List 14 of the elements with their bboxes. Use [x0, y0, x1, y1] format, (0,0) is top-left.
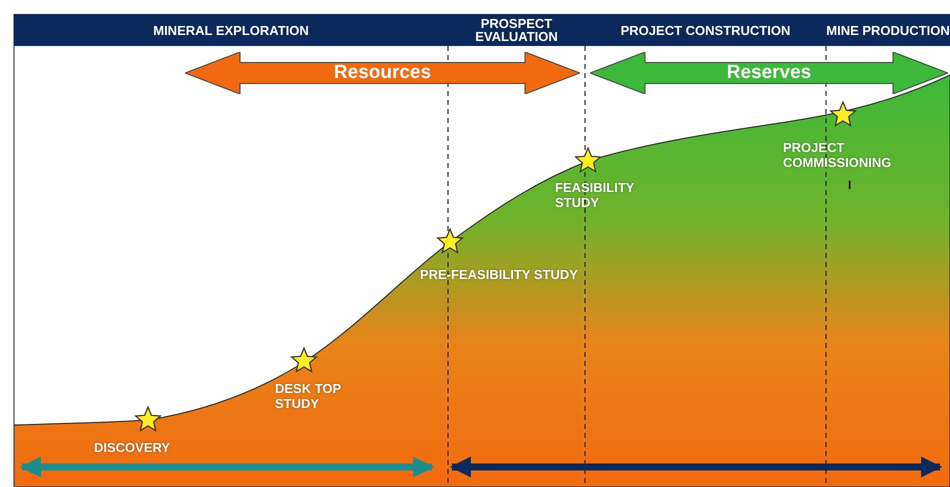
- stage-header: MINE PRODUCTION: [826, 14, 950, 46]
- milestone-label: PROJECT COMMISSIONING: [783, 140, 892, 170]
- milestone-label: DISCOVERY: [94, 440, 172, 455]
- double-arrow: [185, 52, 580, 94]
- arrow-label: Resources: [332, 61, 432, 85]
- stage-header: PROSPECT EVALUATION: [448, 14, 585, 46]
- note-text: I: [848, 178, 852, 192]
- arrow-label: Reserves: [726, 61, 812, 85]
- milestone-label: FEASIBILITY STUDY: [555, 180, 636, 210]
- stage-header: MINERAL EXPLORATION: [14, 14, 448, 46]
- milestone-label: DESK TOP STUDY: [275, 381, 342, 411]
- double-arrow: [590, 52, 948, 94]
- stage-header: PROJECT CONSTRUCTION: [585, 14, 826, 46]
- milestone-label: PRE-FEASIBILITY STUDY: [420, 267, 579, 282]
